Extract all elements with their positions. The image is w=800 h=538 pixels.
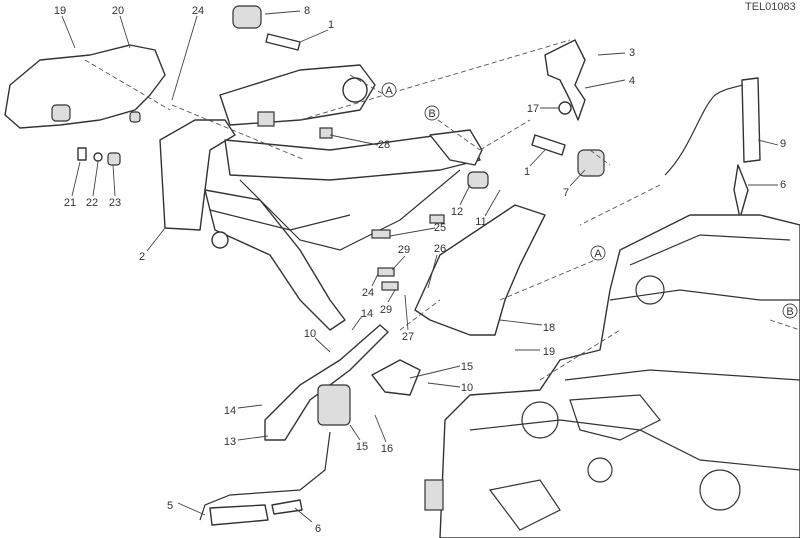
holder-part bbox=[371, 359, 421, 396]
callout: 13 bbox=[224, 436, 236, 448]
svg-text:B: B bbox=[786, 306, 793, 318]
callout: 4 bbox=[629, 75, 635, 87]
clip-part bbox=[371, 229, 391, 239]
callout: 1 bbox=[328, 19, 334, 31]
callout: 22 bbox=[86, 197, 98, 209]
callout: 3 bbox=[629, 47, 635, 59]
svg-text:B: B bbox=[428, 108, 435, 120]
bolt-part bbox=[531, 134, 566, 156]
sensor-bracket-part bbox=[264, 324, 389, 441]
grommet-part bbox=[129, 111, 141, 123]
callout: 6 bbox=[315, 523, 321, 535]
frame-part bbox=[159, 64, 483, 331]
heat-shield-part bbox=[4, 44, 166, 129]
sensor-part bbox=[317, 384, 351, 426]
bolt-part bbox=[265, 33, 301, 51]
callout: 14 bbox=[224, 405, 236, 417]
callout: 15 bbox=[356, 441, 368, 453]
callout: 24 bbox=[362, 287, 374, 299]
cover-part bbox=[414, 204, 546, 336]
reference-marker-a-top: A bbox=[381, 82, 397, 98]
callout: 29 bbox=[380, 304, 392, 316]
callout: 20 bbox=[112, 5, 124, 17]
callout: 8 bbox=[304, 5, 310, 17]
callout: 15 bbox=[461, 361, 473, 373]
callout: 27 bbox=[402, 331, 414, 343]
reference-marker-b-engine: B bbox=[782, 303, 798, 319]
leader-lines bbox=[61, 10, 800, 523]
oxygen-sensor-part bbox=[741, 77, 761, 163]
callout: 6 bbox=[780, 179, 786, 191]
reference-marker-b-top: B bbox=[424, 105, 440, 121]
clip-part bbox=[429, 214, 445, 224]
bushing-part bbox=[577, 149, 605, 177]
clip-part bbox=[381, 281, 399, 291]
callout: 25 bbox=[434, 222, 446, 234]
callout: 18 bbox=[543, 322, 555, 334]
callout: 28 bbox=[378, 139, 390, 151]
callout: 1 bbox=[524, 166, 530, 178]
callout-labels: 19 20 24 8 1 3 4 17 9 6 1 7 28 21 22 23 … bbox=[54, 5, 786, 535]
drawing-code: TEL01083 bbox=[745, 1, 796, 13]
washer-part bbox=[93, 152, 103, 162]
svg-text:A: A bbox=[594, 248, 602, 260]
callout: 19 bbox=[54, 5, 66, 17]
callout: 16 bbox=[381, 443, 393, 455]
grommet-part bbox=[51, 104, 71, 122]
clip-part bbox=[377, 267, 395, 277]
spacer-part bbox=[107, 152, 121, 166]
callout: 29 bbox=[398, 244, 410, 256]
svg-text:A: A bbox=[385, 85, 393, 97]
bolt-part bbox=[77, 147, 87, 161]
callout: 23 bbox=[109, 197, 121, 209]
callout: 10 bbox=[461, 382, 473, 394]
callout: 2 bbox=[139, 251, 145, 263]
callout: 17 bbox=[527, 103, 539, 115]
callout: 21 bbox=[64, 197, 76, 209]
bracket-part bbox=[544, 39, 586, 121]
engine-part bbox=[424, 214, 800, 538]
oxygen-sensor-part bbox=[209, 504, 269, 526]
bushing-part bbox=[232, 5, 262, 29]
spark-plug-part bbox=[733, 164, 749, 219]
callout: 11 bbox=[475, 216, 486, 228]
reference-marker-a-engine: A bbox=[590, 245, 606, 261]
sensor-cable bbox=[664, 79, 751, 176]
callout: 7 bbox=[563, 187, 569, 199]
callout: 26 bbox=[434, 243, 446, 255]
callout: 9 bbox=[780, 138, 786, 150]
callout: 14 bbox=[361, 308, 373, 320]
callout: 5 bbox=[167, 500, 173, 512]
sensor-cable bbox=[199, 431, 331, 521]
callout: 24 bbox=[192, 5, 204, 17]
bushing-part bbox=[467, 171, 489, 189]
callout: 19 bbox=[543, 346, 555, 358]
nut-part bbox=[558, 101, 572, 115]
callout: 12 bbox=[451, 206, 463, 218]
callout: 10 bbox=[304, 328, 316, 340]
spark-plug-part bbox=[271, 499, 303, 515]
